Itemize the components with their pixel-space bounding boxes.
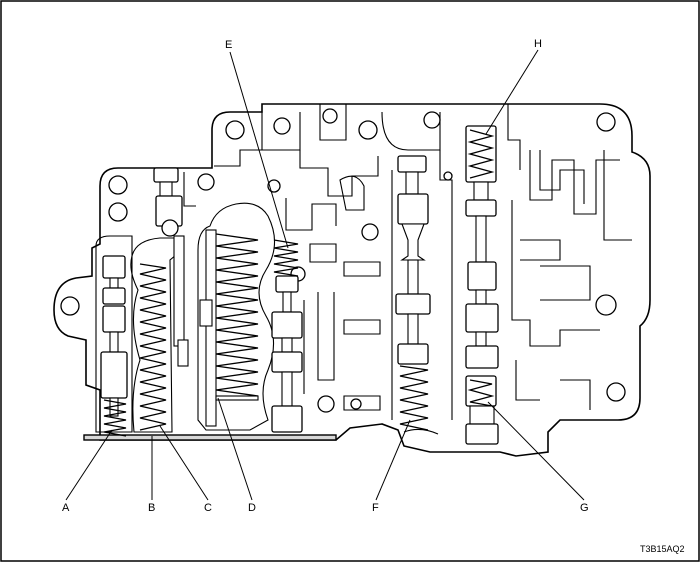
- spring-d: [215, 233, 259, 397]
- leader-a: [65, 429, 113, 501]
- bolt-hole: [358, 120, 378, 140]
- bolt-hole: [443, 171, 453, 181]
- leader-lines: [65, 49, 585, 501]
- bolt-hole: [423, 111, 441, 129]
- valve-body-outline: [53, 103, 651, 457]
- leader-h: [485, 49, 539, 135]
- valve-a: [100, 255, 128, 437]
- valve-bore-a: [95, 235, 133, 433]
- valve-bc: [139, 167, 189, 431]
- valve-d: [199, 229, 259, 427]
- spring-b: [139, 263, 167, 431]
- oil-passages: [183, 104, 632, 435]
- callout-e: E: [225, 39, 232, 51]
- callout-h: H: [534, 38, 542, 50]
- valve-gh: [465, 125, 499, 445]
- spring-h: [467, 129, 495, 179]
- mounting-holes: [60, 108, 626, 413]
- leader-e: [229, 51, 289, 249]
- bolt-hole: [60, 296, 80, 316]
- bolt-hole: [606, 382, 626, 402]
- valve-f: [395, 155, 431, 431]
- valve-c-plug: [153, 167, 179, 183]
- leader-d: [217, 397, 253, 501]
- spring-f: [399, 365, 429, 431]
- bolt-hole: [595, 294, 617, 316]
- bolt-hole: [108, 175, 128, 195]
- callout-a: A: [62, 502, 70, 514]
- figure-code: T3B15AQ2: [640, 544, 685, 554]
- bolt-hole: [273, 117, 291, 135]
- callout-f: F: [372, 502, 379, 514]
- leader-c: [159, 425, 209, 501]
- bolt-hole: [596, 112, 616, 132]
- spring-g: [467, 379, 495, 407]
- spring-a: [103, 399, 127, 437]
- valve-e: [271, 239, 303, 433]
- callout-labels: A B C D E F G H: [62, 38, 589, 514]
- bolt-hole: [361, 223, 379, 241]
- bolt-hole: [197, 173, 215, 191]
- bolt-hole: [350, 398, 362, 410]
- callout-c: C: [204, 502, 212, 514]
- callout-g: G: [580, 502, 589, 514]
- gasket-strip: [83, 434, 337, 441]
- spring-e: [273, 239, 299, 277]
- leader-f: [375, 419, 411, 501]
- callout-b: B: [148, 502, 155, 514]
- valve-bore-d: [197, 202, 276, 431]
- bolt-hole: [108, 202, 128, 222]
- bolt-hole: [317, 395, 335, 413]
- bolt-hole: [322, 108, 338, 124]
- bolt-hole: [225, 120, 245, 140]
- valve-bore-bc: [130, 237, 183, 433]
- leader-g: [487, 401, 585, 501]
- callout-d: D: [248, 502, 256, 514]
